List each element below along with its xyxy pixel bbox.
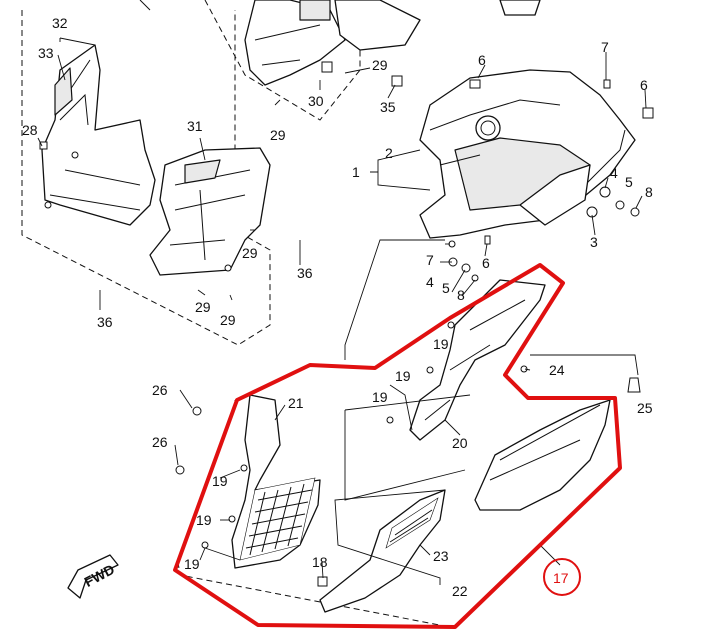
label-4-a: 4 bbox=[610, 165, 618, 181]
label-30: 30 bbox=[308, 93, 324, 109]
highlight-outline bbox=[173, 263, 622, 629]
label-20: 20 bbox=[452, 435, 468, 451]
label-6-a: 6 bbox=[478, 52, 486, 68]
label-26-a: 26 bbox=[152, 382, 168, 398]
label-2: 2 bbox=[385, 145, 393, 161]
upper-assembly-dashed-box bbox=[204, 0, 361, 121]
label-29-b: 29 bbox=[195, 299, 211, 315]
side-bracket-part bbox=[386, 279, 546, 441]
forward-arrow-icon: FWD bbox=[67, 554, 119, 599]
label-8-b: 8 bbox=[457, 287, 465, 303]
label-25: 25 bbox=[637, 400, 653, 416]
label-29-d: 29 bbox=[270, 127, 286, 143]
label-21: 21 bbox=[288, 395, 304, 411]
label-33: 33 bbox=[38, 45, 54, 61]
label-5-a: 5 bbox=[625, 174, 633, 190]
label-22: 22 bbox=[452, 583, 468, 599]
label-23: 23 bbox=[433, 548, 449, 564]
label-6-c: 6 bbox=[482, 255, 490, 271]
label-19-a: 19 bbox=[433, 336, 449, 352]
label-32: 32 bbox=[52, 15, 68, 31]
lower-side-cover-part bbox=[317, 489, 446, 613]
label-7-mid: 7 bbox=[426, 252, 434, 268]
label-19-b: 19 bbox=[395, 368, 411, 384]
inner-cowl-part bbox=[149, 147, 271, 276]
label-5-b: 5 bbox=[442, 280, 450, 296]
rear-side-cover-part bbox=[474, 377, 641, 511]
label-19-f: 19 bbox=[184, 556, 200, 572]
label-36-a: 36 bbox=[297, 265, 313, 281]
label-24: 24 bbox=[549, 362, 565, 378]
label-29-a: 29 bbox=[242, 245, 258, 261]
leader-lines bbox=[37, 37, 647, 585]
label-28: 28 bbox=[22, 122, 38, 138]
label-8-a: 8 bbox=[645, 184, 653, 200]
inner-panel-dashed-box bbox=[177, 561, 456, 629]
label-29-e: 29 bbox=[372, 57, 388, 73]
label-35: 35 bbox=[380, 99, 396, 115]
label-26-b: 26 bbox=[152, 434, 168, 450]
label-36-b: 36 bbox=[97, 314, 113, 330]
label-6-b: 6 bbox=[640, 77, 648, 93]
label-19-c: 19 bbox=[372, 389, 388, 405]
label-17: 17 bbox=[553, 570, 569, 586]
label-18: 18 bbox=[312, 554, 328, 570]
label-3: 3 bbox=[590, 234, 598, 250]
upper-bracket-part bbox=[139, 0, 541, 87]
label-19-d: 19 bbox=[212, 473, 228, 489]
tank-cover-part bbox=[419, 69, 654, 282]
label-4-b: 4 bbox=[426, 274, 434, 290]
side-cover-grille-part bbox=[175, 394, 321, 569]
label-19-e: 19 bbox=[196, 512, 212, 528]
part-labels: 32 33 28 31 29 36 36 29 29 29 30 29 35 6… bbox=[22, 15, 653, 599]
label-1: 1 bbox=[352, 164, 360, 180]
front-cowling-part bbox=[39, 44, 156, 226]
label-31: 31 bbox=[187, 118, 203, 134]
label-7-top: 7 bbox=[601, 39, 609, 55]
brand-emblem-icon bbox=[475, 115, 501, 141]
highlight-circle bbox=[543, 558, 581, 596]
label-29-c: 29 bbox=[220, 312, 236, 328]
